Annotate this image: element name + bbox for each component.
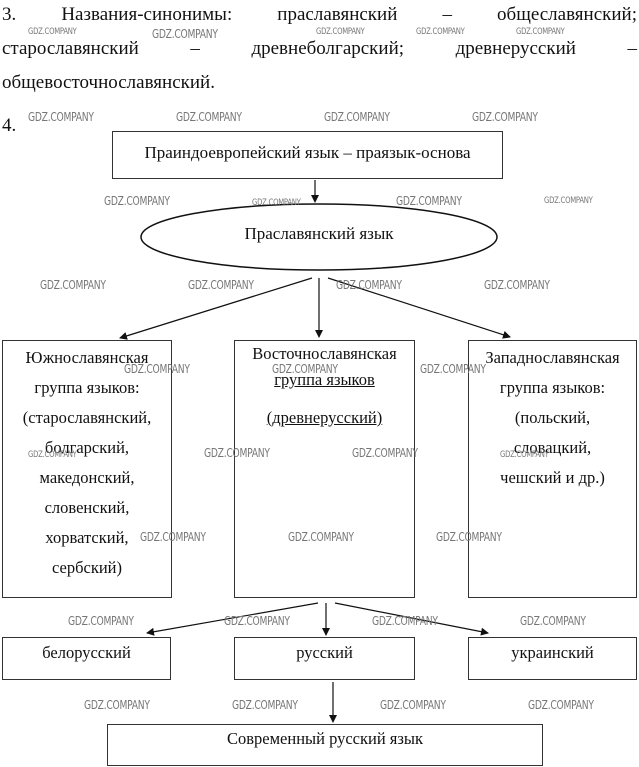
east-slavic-box: Восточнославянская группа языков (древне…: [234, 340, 415, 598]
watermark: GDZ.COMPANY: [252, 198, 301, 208]
watermark: GDZ.COMPANY: [224, 614, 290, 628]
west-slavic-box: Западнославянская группа языков: (польск…: [468, 340, 637, 598]
watermark: GDZ.COMPANY: [420, 362, 486, 376]
watermark: GDZ.COMPANY: [324, 110, 390, 124]
west-line: Западнославянская: [485, 348, 620, 367]
belarusian-label: белорусский: [42, 643, 131, 662]
arrow-to-south: [119, 277, 313, 340]
modern-russian-box: Современный русский язык: [107, 724, 543, 766]
item4-number: 4.: [2, 115, 17, 136]
watermark: GDZ.COMPANY: [544, 196, 593, 206]
watermark: GDZ.COMPANY: [272, 362, 338, 376]
watermark: GDZ.COMPANY: [140, 530, 206, 544]
watermark: GDZ.COMPANY: [188, 278, 254, 292]
west-line: словацкий,: [513, 438, 592, 457]
watermark: GDZ.COMPANY: [204, 446, 270, 460]
belarusian-box: белорусский: [2, 637, 171, 680]
watermark: GDZ.COMPANY: [104, 194, 170, 208]
south-line: македонский,: [39, 468, 135, 487]
item3-dash: –: [627, 38, 637, 59]
watermark: GDZ.COMPANY: [28, 27, 77, 37]
watermark: GDZ.COMPANY: [176, 110, 242, 124]
item3-word: праславянский: [277, 4, 398, 25]
ukrainian-label: украинский: [511, 643, 594, 662]
watermark: GDZ.COMPANY: [232, 698, 298, 712]
east-line: (древнерусский): [266, 408, 383, 427]
item3-word: общевосточнославянский.: [2, 72, 215, 93]
west-line: чешский и др.): [500, 468, 605, 487]
arrow-to-ukrainian: [334, 602, 489, 636]
item3-line2: старославянский – древнеболгарский; древ…: [2, 34, 637, 64]
south-slavic-box: Южнославянская группа языков: (старослав…: [2, 340, 172, 598]
watermark: GDZ.COMPANY: [520, 614, 586, 628]
russian-box: русский: [234, 637, 415, 680]
south-line: болгарский,: [44, 438, 130, 457]
west-line: (польский,: [514, 408, 591, 427]
south-line: словенский,: [44, 498, 130, 517]
item3-word: древнеболгарский;: [251, 38, 405, 59]
ukrainian-box: украинский: [468, 637, 637, 680]
watermark: GDZ.COMPANY: [28, 450, 77, 460]
watermark: GDZ.COMPANY: [152, 27, 218, 41]
arrow-to-belarusian: [146, 602, 319, 636]
russian-label: русский: [296, 643, 353, 662]
modern-russian-label: Современный русский язык: [226, 729, 424, 748]
watermark: GDZ.COMPANY: [84, 698, 150, 712]
protoslavic-ellipse: [140, 203, 498, 271]
watermark: GDZ.COMPANY: [372, 614, 438, 628]
item3-line1: 3. Названия-синонимы: праславянский – об…: [2, 0, 637, 30]
watermark: GDZ.COMPANY: [472, 110, 538, 124]
east-line: Восточнославянская: [252, 344, 397, 363]
watermark: GDZ.COMPANY: [124, 362, 190, 376]
watermark: GDZ.COMPANY: [380, 698, 446, 712]
item3-word: Названия-синонимы:: [61, 4, 233, 25]
watermark: GDZ.COMPANY: [336, 278, 402, 292]
watermark: GDZ.COMPANY: [436, 530, 502, 544]
watermark: GDZ.COMPANY: [500, 450, 549, 460]
item3-word: древнерусский: [455, 38, 576, 59]
watermark: GDZ.COMPANY: [28, 110, 94, 124]
watermark: GDZ.COMPANY: [416, 27, 465, 37]
south-line: группа языков:: [34, 378, 140, 397]
watermark: GDZ.COMPANY: [528, 698, 594, 712]
root-language-box: Праиндоевропейский язык – праязык-основа: [112, 131, 503, 179]
watermark: GDZ.COMPANY: [68, 614, 134, 628]
south-line: Южнославянская: [25, 348, 149, 367]
watermark: GDZ.COMPANY: [288, 530, 354, 544]
watermark: GDZ.COMPANY: [352, 446, 418, 460]
item3-number: 3.: [2, 4, 17, 25]
watermark: GDZ.COMPANY: [40, 278, 106, 292]
protoslavic-label: Праславянский язык: [244, 224, 394, 243]
item3-dash: –: [442, 4, 452, 25]
south-line: сербский): [52, 558, 122, 577]
root-language-label: Праиндоевропейский язык – праязык-основа: [144, 143, 471, 162]
south-line: (старославянский,: [22, 408, 152, 427]
east-line: группа языков: [274, 370, 375, 389]
item3-line3: общевосточнославянский.: [2, 68, 637, 98]
west-line: группа языков:: [499, 378, 606, 397]
south-line: хорватский,: [45, 528, 129, 547]
item3-word: старославянский: [2, 38, 139, 59]
item3-word: общеславянский;: [497, 4, 637, 25]
watermark: GDZ.COMPANY: [396, 194, 462, 208]
watermark: GDZ.COMPANY: [316, 27, 365, 37]
watermark: GDZ.COMPANY: [484, 278, 550, 292]
item3-dash: –: [190, 38, 200, 59]
watermark: GDZ.COMPANY: [516, 27, 565, 37]
arrow-to-west: [327, 277, 511, 339]
